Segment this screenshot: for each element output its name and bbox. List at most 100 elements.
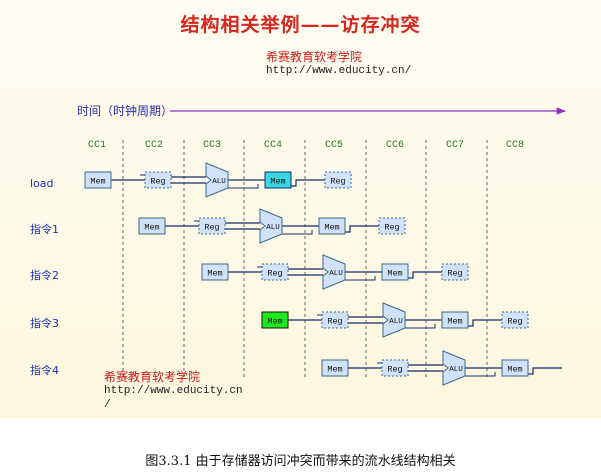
stage-reg-wb-label: Reg	[384, 223, 399, 233]
watermark-bottom-url-tail: /	[104, 399, 111, 411]
stage-reg-id-box	[261, 263, 289, 281]
wire	[465, 372, 496, 377]
cycle-label-cc4: CC4	[264, 140, 283, 151]
stage-mem-data-label: Mem	[270, 177, 285, 187]
pipeline-wires	[111, 174, 562, 377]
stage-reg-id-box	[144, 171, 172, 189]
stage-mem-data: Mem	[501, 359, 529, 377]
stage-mem-data-label: Mem	[507, 365, 522, 375]
stage-alu-label: ALU	[329, 270, 343, 278]
row-label-instr4: 指令4	[30, 364, 59, 377]
wire	[345, 225, 379, 233]
stage-mem-data-box	[264, 171, 292, 189]
stage-alu: ALU	[205, 162, 229, 198]
stage-mem-data-box	[501, 359, 529, 377]
stage-mem-data: Mem	[264, 171, 292, 189]
watermark-bottom: 希赛教育软考学院 http://www.educity.cn /	[104, 370, 243, 412]
stage-alu-shape	[442, 350, 466, 386]
stage-mem-data: Mem	[381, 263, 409, 281]
stage-reg-id-box	[321, 311, 349, 329]
stage-reg-wb-box	[378, 217, 406, 235]
stage-reg-wb-label: Reg	[447, 269, 462, 279]
stage-mem-data: Mem	[318, 217, 346, 235]
stage-mem-if-box	[261, 311, 289, 329]
stage-reg-id-label: Reg	[204, 223, 219, 233]
cycle-label-cc8: CC8	[506, 140, 525, 151]
stage-reg-wb-box	[324, 171, 352, 189]
stage-mem-if-box	[138, 217, 166, 235]
stage-alu-shape	[322, 254, 346, 290]
stage-alu: ALU	[442, 350, 466, 386]
stage-mem-if-label: Mem	[207, 269, 222, 279]
stage-reg-id-box	[381, 359, 409, 377]
slide-background	[0, 0, 601, 418]
stage-reg-id-label: Reg	[150, 177, 165, 187]
stage-reg-id: Reg	[321, 311, 349, 329]
time-axis-label: 时间（时钟周期）	[77, 104, 174, 118]
figure-caption: 图3.3.1 由于存储器访问冲突而带来的流水线结构相关	[145, 454, 456, 469]
stage-reg-id-label: Reg	[267, 269, 282, 279]
stage-alu-shape	[382, 302, 406, 338]
cycle-label-cc3: CC3	[203, 140, 222, 151]
stage-reg-wb-box	[501, 311, 529, 329]
stage-mem-if: Mem	[321, 359, 349, 377]
stage-alu-shape	[259, 208, 283, 244]
watermark-bottom-name: 希赛教育软考学院	[104, 370, 201, 384]
stage-reg-wb: Reg	[501, 311, 529, 329]
stage-reg-wb: Reg	[378, 217, 406, 235]
row-label-instr1: 指令1	[30, 223, 59, 236]
stage-alu-label: ALU	[266, 224, 280, 232]
stage-alu-label: ALU	[389, 318, 403, 326]
row-label-instr2: 指令2	[30, 269, 59, 282]
stage-mem-if-label: Mem	[144, 223, 159, 233]
diagram-title: 结构相关举例——访存冲突	[180, 14, 421, 36]
cycle-label-cc1: CC1	[88, 140, 107, 151]
wire	[291, 179, 325, 187]
stage-reg-id: Reg	[261, 263, 289, 281]
stage-reg-id-label: Reg	[387, 365, 402, 375]
wire	[282, 230, 313, 235]
stage-alu-label: ALU	[449, 366, 463, 374]
cycle-label-cc7: CC7	[446, 140, 465, 151]
stage-reg-wb-label: Reg	[507, 317, 522, 327]
stage-reg-wb: Reg	[441, 263, 469, 281]
wire	[405, 324, 436, 329]
stage-alu-label: ALU	[212, 178, 226, 186]
stage-alu: ALU	[259, 208, 283, 244]
row-label-load: load	[30, 177, 54, 190]
watermark-top: 希赛教育软考学院 http://www.educity.cn/	[266, 50, 411, 78]
wire	[468, 319, 502, 327]
stage-reg-id: Reg	[381, 359, 409, 377]
stage-alu: ALU	[382, 302, 406, 338]
wire	[408, 271, 442, 279]
stage-reg-id-label: Reg	[327, 317, 342, 327]
row-label-instr3: 指令3	[30, 317, 59, 330]
stage-alu-shape	[205, 162, 229, 198]
stage-reg-id: Reg	[144, 171, 172, 189]
stage-mem-if-box	[201, 263, 229, 281]
wire	[345, 276, 376, 281]
stage-mem-data-label: Mem	[324, 223, 339, 233]
stage-mem-data-label: Mem	[387, 269, 402, 279]
stage-mem-data-box	[381, 263, 409, 281]
wire	[528, 367, 562, 375]
cycle-dividers	[122, 140, 488, 380]
stage-mem-data: Mem	[441, 311, 469, 329]
stage-mem-if: Mem	[261, 311, 289, 329]
stage-mem-data-box	[318, 217, 346, 235]
stage-mem-data-label: Mem	[447, 317, 462, 327]
wire	[228, 184, 259, 189]
stage-mem-if-label: Mem	[327, 365, 342, 375]
stage-reg-wb: Reg	[324, 171, 352, 189]
stage-mem-if-box	[321, 359, 349, 377]
stage-mem-if-label: Mem	[90, 177, 105, 187]
stage-reg-wb-label: Reg	[330, 177, 345, 187]
watermark-top-url: http://www.educity.cn/	[266, 65, 412, 77]
stage-mem-if: Mem	[138, 217, 166, 235]
cycle-label-cc5: CC5	[325, 140, 344, 151]
stage-mem-data-box	[441, 311, 469, 329]
stage-mem-if-label: Mem	[267, 317, 282, 327]
stage-mem-if-box	[84, 171, 112, 189]
